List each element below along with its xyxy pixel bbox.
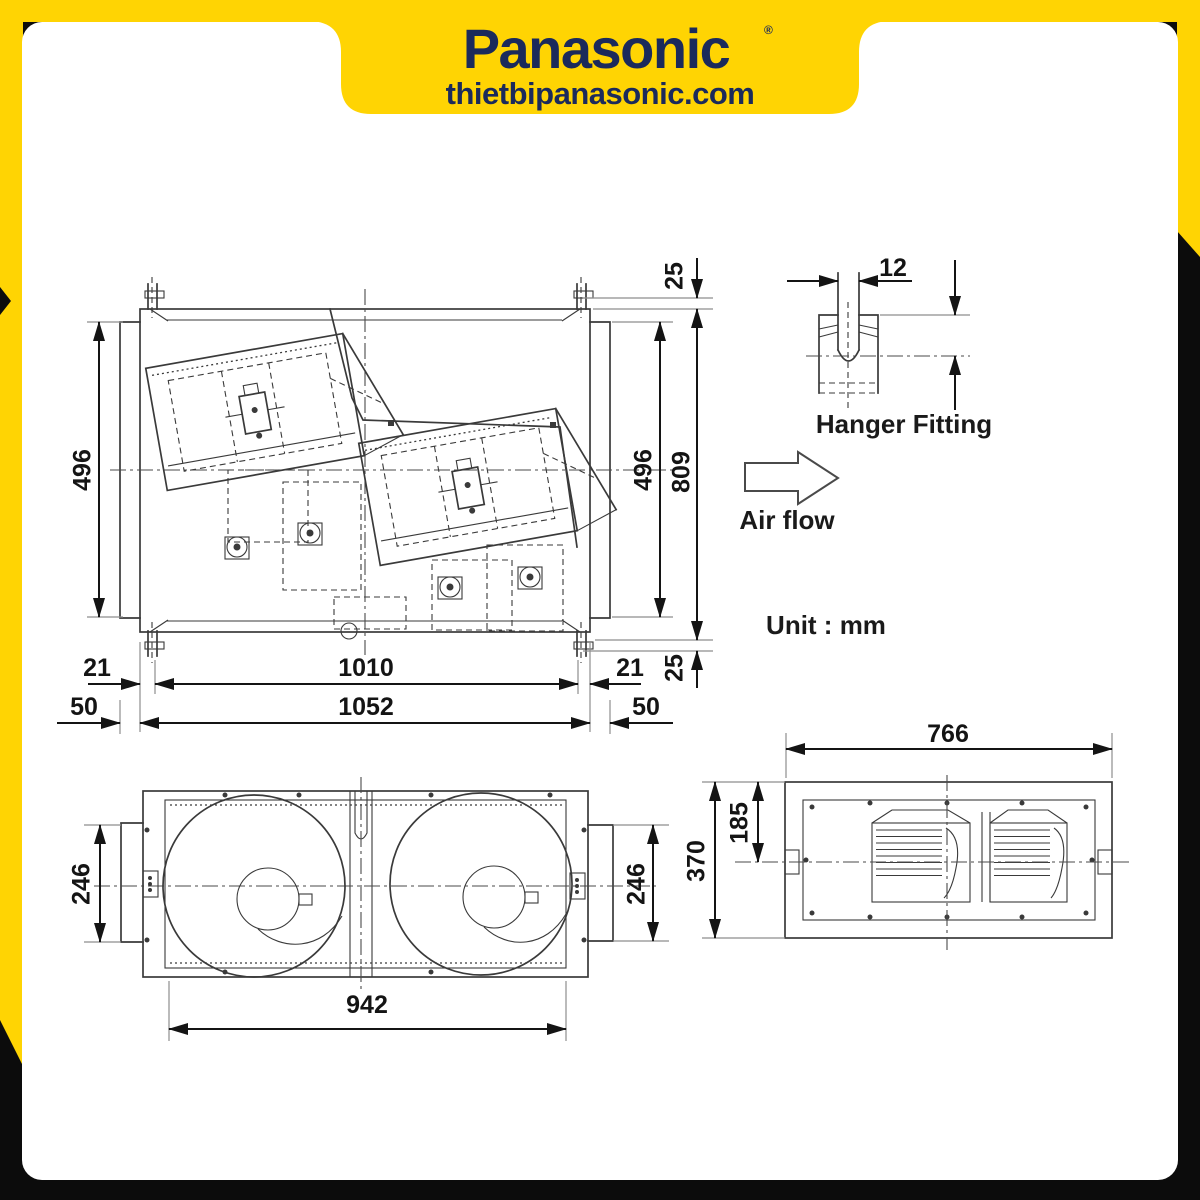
frame-ribbon-right (1177, 0, 1200, 257)
top-view (110, 277, 674, 663)
logo-tab (310, 21, 889, 114)
side-view: 766 185 370 (683, 720, 1132, 950)
dim-overall-width: 1052 (338, 693, 394, 721)
dim-depth: 766 (927, 720, 969, 748)
plan-fan-assembly-left (144, 332, 405, 492)
dim-side-left: 50 (70, 693, 98, 721)
plan-flange-lines (166, 319, 562, 622)
front-duct-flanges (120, 822, 614, 943)
front-view: 246 246 942 (68, 777, 669, 1041)
front-clips (142, 870, 586, 900)
frame-ribbon-top (0, 0, 1200, 22)
dim-opening-width: 942 (346, 991, 388, 1019)
dim-margin-left: 21 (83, 654, 111, 682)
air-flow-label: Air flow (739, 505, 835, 535)
plan-hanger-bolts (144, 277, 594, 663)
unit-note: Unit : mm (766, 610, 886, 640)
header: Panasonic ® thietbipanasonic.com (310, 17, 889, 114)
dim-side-right: 50 (632, 693, 660, 721)
website-text: thietbipanasonic.com (446, 76, 755, 111)
dim-overall-height: 809 (668, 451, 696, 493)
dim-margin-right: 21 (616, 654, 644, 682)
dim-offset-bottom: 25 (661, 654, 689, 682)
trademark-mark: ® (764, 23, 773, 37)
plan-centerlines (110, 289, 674, 655)
side-bolt-dots (803, 800, 1095, 920)
side-centerlines (735, 775, 1132, 950)
frame-notch (0, 287, 11, 315)
dim-overall-height-side: 370 (683, 840, 711, 882)
dim-slot-width: 12 (879, 254, 907, 282)
hanger-fitting-label: Hanger Fitting (816, 409, 992, 439)
frame-ribbon-left (0, 0, 23, 1066)
dim-hanger-pitch: 1010 (338, 654, 394, 682)
plan-corner-ticks (149, 308, 581, 633)
plan-drain-box (333, 596, 407, 630)
front-bolt-dots (144, 792, 587, 975)
plan-clamp (340, 622, 358, 640)
front-centerlines (94, 777, 656, 991)
dim-duct-height-right: 246 (623, 863, 651, 905)
dim-height-left: 496 (69, 449, 97, 491)
air-flow-arrow-icon (744, 450, 840, 506)
plan-mount-details (224, 469, 564, 632)
top-view-dimensions: 496 496 809 25 25 21 1010 21 50 1052 50 (57, 258, 713, 734)
side-divider (981, 812, 991, 902)
dim-duct-height-left: 246 (68, 863, 96, 905)
content-card (22, 22, 1178, 1180)
front-fan-scrolls (162, 792, 573, 978)
dim-height-right: 496 (630, 449, 658, 491)
air-flow-annotation: Air flow (739, 450, 840, 535)
brand-logo: Panasonic (463, 17, 730, 80)
dim-center-height: 185 (726, 802, 754, 844)
hanger-fitting-detail: 12 Hanger Fitting (787, 254, 992, 439)
dim-offset-top: 25 (661, 262, 689, 290)
